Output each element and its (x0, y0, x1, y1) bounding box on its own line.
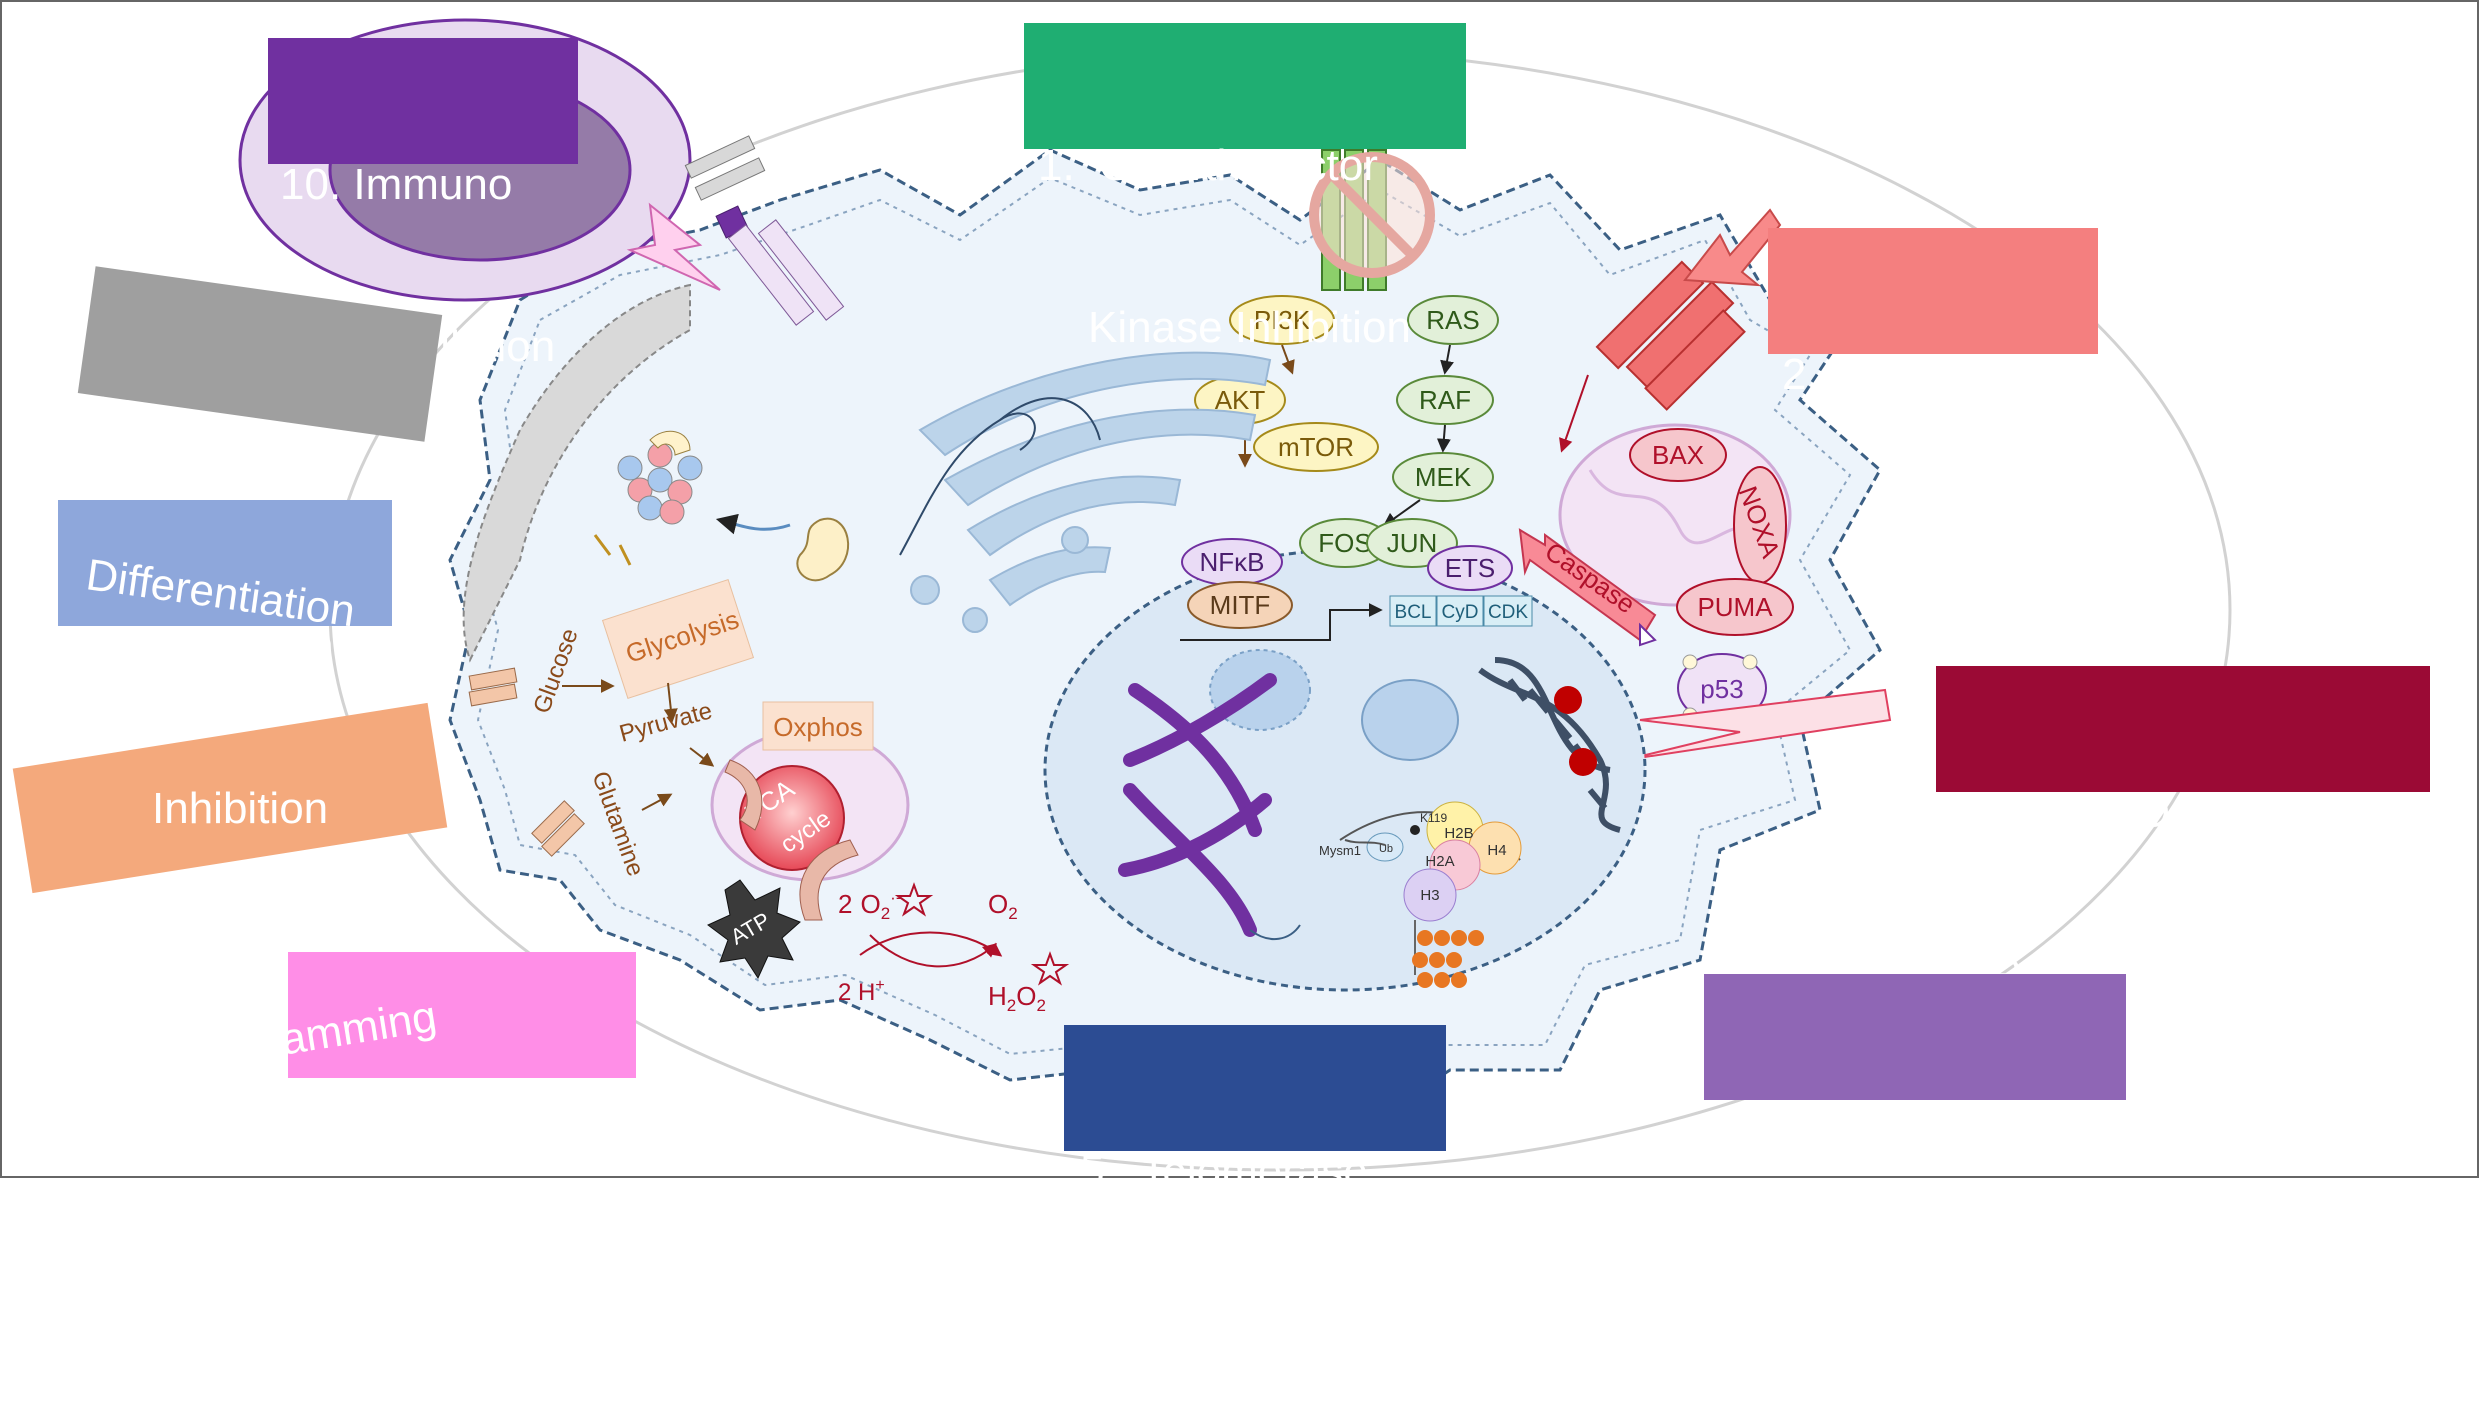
nucleosome (1339, 801, 1522, 922)
target-4-line-1: 4. Epigenetic (1718, 1096, 1997, 1145)
tca-cycle (739, 765, 845, 871)
mek-node (1392, 452, 1494, 502)
glutamine-transporter (531, 800, 585, 857)
tca-arrow-right (799, 839, 859, 921)
target-6-line-2: Modulation (342, 1236, 558, 1285)
target-8-proteasome: 8. Proteasome Inhibition (58, 500, 392, 833)
fos-label: FOS (1318, 528, 1371, 558)
h2a-label: H2A (1425, 853, 1454, 870)
golgi-er (910, 351, 1272, 633)
damage-site-1 (1554, 686, 1582, 714)
peroxide-label: H2O2 (988, 981, 1046, 1015)
glycolysis-box (601, 578, 755, 700)
pi3k-label: PI3K (1254, 305, 1311, 335)
gene-cyd: CyD (1442, 602, 1479, 623)
target-5-line-2: Inhibition (1170, 1309, 1347, 1358)
csc-region (462, 283, 691, 663)
jun-label: JUN (1387, 528, 1438, 558)
raf-label: RAF (1419, 385, 1471, 415)
protons-label: 2 H+ (838, 977, 885, 1006)
target-3-line-1: 3. DNA Damage (1950, 788, 2305, 837)
target-3-dna-damage: 3. DNA Damage Response Inhibition (1936, 666, 2430, 999)
target-10-immuno-modulation: 10. Immuno Modulation (268, 38, 578, 371)
target-6-line-1: 6. Redox (302, 1074, 515, 1123)
histone-tail-marks (1412, 920, 1484, 988)
raf-node (1396, 375, 1494, 425)
atp-icon (707, 879, 801, 980)
glucose-transporter (468, 667, 518, 707)
puma-label: PUMA (1697, 592, 1773, 622)
mitf-node (1187, 581, 1293, 629)
target-5-telomerase: 5. Telomerase Inhibition (1064, 1025, 1446, 1358)
bax-label: BAX (1652, 440, 1704, 470)
target-4-line-2: Reprogramming (1758, 1258, 2074, 1307)
target-9-line-2: Differentiation (83, 550, 359, 637)
target-2-line-1: 2. Apoptosis (1782, 350, 2034, 399)
bax-node (1629, 428, 1727, 482)
cancer-cell-diagram: BAX NOXA PUMA Caspase p53 (0, 0, 2479, 1178)
target-4-epigenetic: 4. Epigenetic Reprogramming (1704, 974, 2126, 1307)
misfolded-protein (796, 517, 849, 582)
proteasome (617, 430, 703, 525)
pi3k-node (1229, 295, 1335, 345)
growth-factor-receptor (1309, 149, 1435, 291)
h2b-label: H2B (1444, 825, 1473, 842)
gene-bcl: BCL (1395, 602, 1432, 623)
mtor-label: mTOR (1278, 432, 1354, 462)
h3-label: H3 (1420, 887, 1439, 904)
target-1-line-1: 1. Growth Factor (1038, 141, 1378, 190)
immune-receptor (626, 135, 845, 326)
oxphos-label: Oxphos (773, 712, 863, 742)
gene-cdk: CDK (1488, 602, 1528, 623)
target-9-line-1: 9. CSC Trans- (85, 387, 369, 475)
degradation-arrow (715, 513, 791, 535)
nucleolus-2 (1361, 679, 1459, 761)
k119-label: K119 (1420, 811, 1447, 825)
target-1-line-2: Kinase Inhibition (1088, 303, 1411, 352)
ras-node (1407, 295, 1499, 345)
target-7-line-2: Reprogramming (120, 991, 440, 1090)
target-8-line-1: 8. Proteasome (72, 622, 359, 671)
nucleus (1043, 548, 1647, 992)
ets-label: ETS (1445, 553, 1496, 583)
caspase-arrow (1518, 528, 1657, 647)
damage-bolt (1624, 688, 1892, 761)
mek-label: MEK (1415, 462, 1472, 492)
redox-reaction (859, 882, 1070, 986)
chromosomes (1118, 673, 1277, 937)
frame (0, 0, 2479, 1178)
target-1-growth-factor: 1. Growth Factor Kinase Inhibition (1024, 23, 1466, 352)
ras-label: RAS (1426, 305, 1479, 335)
er-strand (899, 412, 1036, 556)
transcription-arrow (1180, 603, 1383, 641)
tca-arrow-left (724, 759, 763, 831)
p53-label: p53 (1700, 674, 1743, 704)
death-receptor (1559, 208, 1782, 453)
damage-site-2 (1569, 748, 1597, 776)
ets-node (1427, 545, 1513, 591)
target-10-line-1: 10. Immuno (280, 160, 513, 209)
mysm1-label: Mysm1 (1319, 843, 1361, 858)
oxphos-box (762, 701, 874, 751)
mitochondrion-right (1558, 423, 1792, 607)
target-genes (1389, 595, 1533, 627)
oxygen-label: O2 (988, 889, 1018, 923)
target-2-apoptosis: 2. Apoptosis Induction (1768, 228, 2098, 561)
ub-label: Ub (1379, 843, 1393, 855)
target-5-line-1: 5. Telomerase (1080, 1147, 1368, 1196)
target-8-line-2: Inhibition (152, 784, 329, 833)
puma-node (1676, 578, 1794, 636)
nfkb-label: NFκB (1200, 547, 1265, 577)
target-2-line-2: Induction (1862, 512, 2041, 561)
mitf-label: MITF (1210, 590, 1271, 620)
mtor-node (1253, 422, 1379, 472)
h4-label: H4 (1487, 842, 1506, 859)
